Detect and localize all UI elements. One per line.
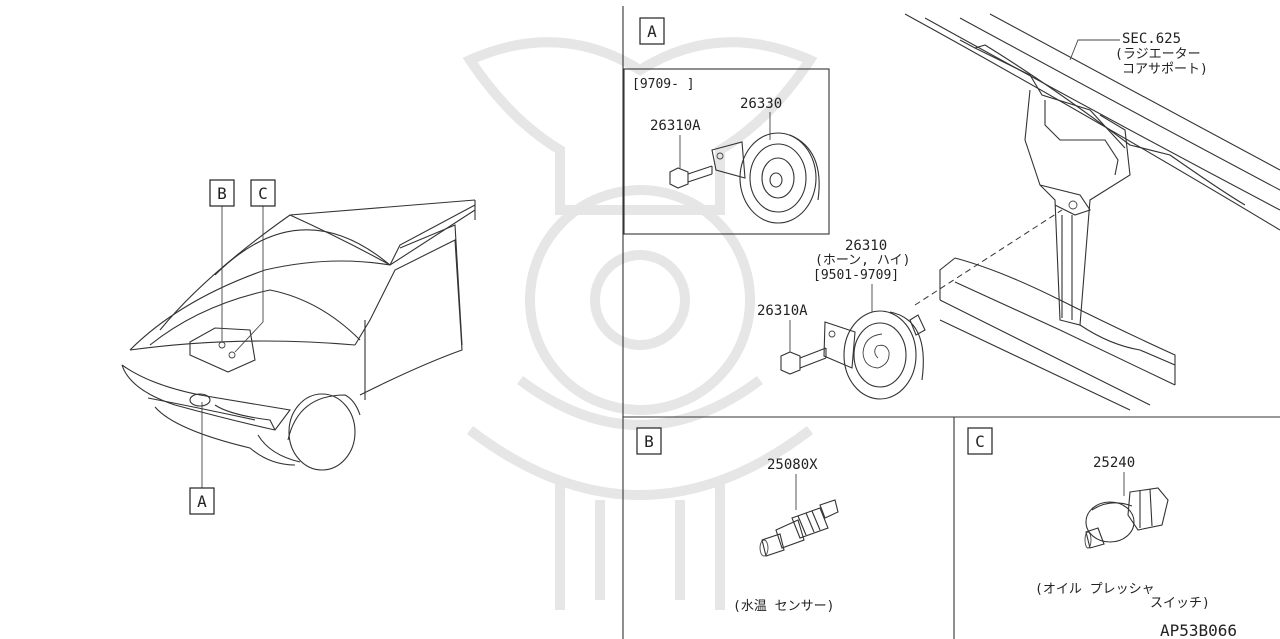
water-temp-sensor [759, 499, 839, 557]
svg-text:A: A [197, 492, 207, 511]
sec-ref[interactable]: SEC.625 [1122, 31, 1181, 47]
panel-borders [622, 6, 1280, 639]
bolt-part[interactable]: 26310A [757, 303, 808, 319]
panel-b-label: B [636, 427, 662, 455]
watermark-emblem [462, 37, 818, 610]
horn-desc: (ホーン, ハイ) [815, 253, 910, 268]
sec-desc-line2: コアサポート) [1122, 62, 1208, 77]
inset-range: [9709- ] [632, 77, 695, 92]
sensor-part[interactable]: 25080X [767, 457, 818, 473]
panel-b: B 25080X (水温 センサー) [636, 427, 839, 614]
inset-bolt-part[interactable]: 26310A [650, 118, 701, 134]
diagram-code: AP53B066 [1160, 621, 1237, 639]
panel-a-label: A [639, 17, 665, 45]
switch-part[interactable]: 25240 [1093, 455, 1135, 471]
inset-box [623, 68, 830, 235]
svg-text:A: A [647, 22, 657, 41]
svg-text:C: C [975, 432, 985, 451]
sec-desc-line1: (ラジエーター [1115, 47, 1201, 62]
svg-text:B: B [644, 432, 654, 451]
horn-high [823, 310, 926, 400]
oil-pressure-switch [1084, 487, 1169, 549]
mount-dashed-line [914, 209, 1063, 306]
panel-a: A [9709- ] 26330 26310A [623, 13, 1280, 411]
horn-range: [9501-9709] [813, 268, 899, 283]
panel-c-label: C [967, 427, 993, 455]
inset-horn-part[interactable]: 26330 [740, 96, 782, 112]
horn-part[interactable]: 26310 [845, 238, 887, 254]
inset-horn [711, 132, 820, 224]
sensor-desc: (水温 センサー) [733, 599, 834, 614]
radiator-core-support [904, 13, 1280, 411]
inset-bolt [669, 165, 713, 189]
svg-text:C: C [258, 184, 268, 203]
callout-c[interactable]: C [250, 179, 276, 207]
switch-desc-line2: スイッチ) [1150, 596, 1210, 611]
panel-c: C 25240 (オイル プレッシャ スイッチ) [967, 427, 1210, 611]
callout-a[interactable]: A [189, 487, 215, 515]
switch-desc-line1: (オイル プレッシャ [1035, 582, 1155, 597]
callout-b[interactable]: B [209, 179, 235, 207]
car-drawing [121, 199, 476, 488]
horn-bolt [780, 347, 827, 375]
svg-text:B: B [217, 184, 227, 203]
